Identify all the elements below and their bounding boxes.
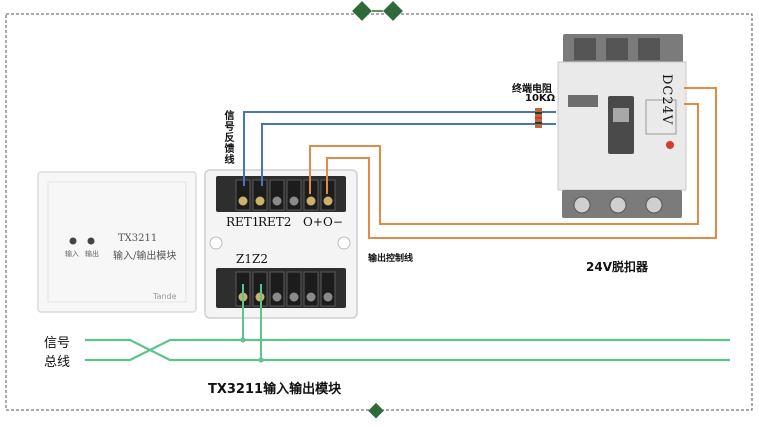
- dc-voltage-label: DC24V: [659, 74, 674, 126]
- output-control-line-label: 输出控制线: [368, 254, 414, 264]
- circuit-breaker: [557, 34, 687, 218]
- output-wire-o-minus: [326, 87, 717, 239]
- terminal-screw: [238, 196, 248, 206]
- module-output-label: 输出: [85, 250, 99, 258]
- terminal-screw: [255, 196, 265, 206]
- module-panel: [37, 171, 197, 313]
- terminal-screw: [323, 292, 333, 302]
- terminal-resistor-label: 终端电阻: [512, 84, 552, 95]
- terminal-screw: [306, 196, 316, 206]
- terminal-screw: [289, 292, 299, 302]
- terminal-screw: [272, 292, 282, 302]
- signal-bus-line: [85, 338, 730, 362]
- o-plus-label: O+: [303, 215, 323, 229]
- breaker-label: 24V脱扣器: [586, 260, 648, 274]
- diamond-ornament-top: [352, 1, 403, 21]
- bus-junction-z1: [240, 337, 246, 343]
- module-brand-label: Tande: [153, 292, 177, 301]
- module-model-label: TX3211: [118, 233, 158, 244]
- input-led: [69, 237, 77, 245]
- o-minus-label: O−: [323, 215, 343, 229]
- terminal-screw: [272, 196, 282, 206]
- output-led: [87, 237, 95, 245]
- terminal-screw: [306, 292, 316, 302]
- terminal-screw: [289, 196, 299, 206]
- bus-junction-z2: [258, 357, 264, 363]
- diamond-ornament-bottom: [368, 402, 384, 419]
- feedback-line-label: 信号反馈线: [222, 110, 233, 165]
- ret1-label: RET1: [226, 215, 260, 229]
- ret2-label: RET2: [258, 215, 292, 229]
- signal-label: 信号: [44, 336, 71, 351]
- module-name-label: 输入/输出模块: [113, 251, 177, 262]
- bus-line: [85, 338, 730, 362]
- bus-label: 总线: [44, 355, 71, 370]
- upper-terminal-screws: [235, 179, 336, 211]
- output-wire-o-plus: [309, 103, 699, 225]
- breaker-indicator: [666, 141, 674, 149]
- feedback-wire-ret1: [243, 111, 556, 186]
- z1-label: Z1: [236, 252, 252, 266]
- resistance-label: 10KΩ: [525, 93, 556, 104]
- module-caption: TX3211输入输出模块: [208, 382, 342, 397]
- terminal-screw: [323, 196, 333, 206]
- module-input-label: 输入: [65, 250, 79, 258]
- z2-label: Z2: [252, 252, 268, 266]
- terminal-resistor: [535, 108, 542, 128]
- feedback-wire-ret2: [261, 123, 556, 186]
